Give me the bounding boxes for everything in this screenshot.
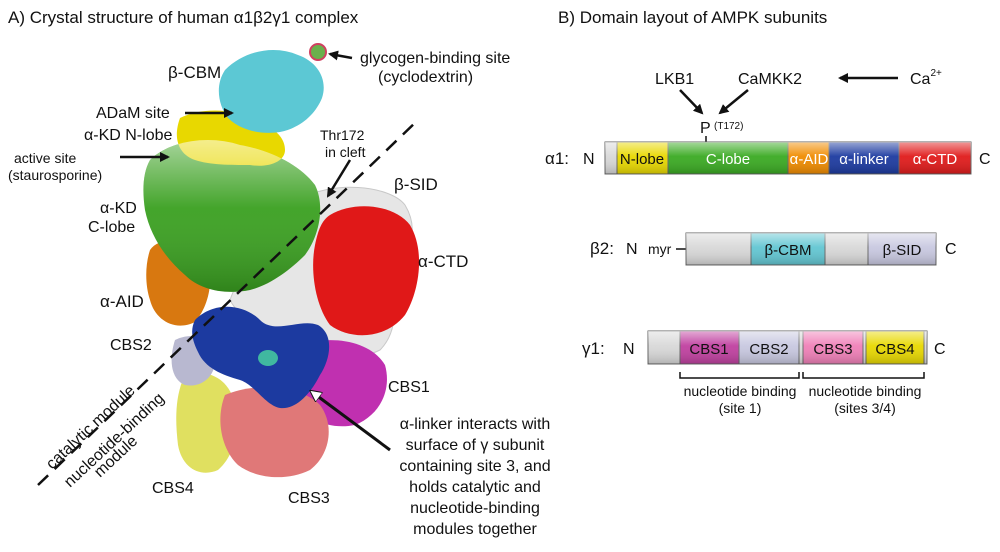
label-glycogen-site-2: (cyclodextrin) bbox=[378, 69, 473, 86]
beta-cbm-region bbox=[218, 50, 324, 133]
label-cbs4: CBS4 bbox=[152, 480, 194, 497]
arrow-lkb1 bbox=[679, 89, 704, 115]
label-cbs3: CBS3 bbox=[288, 490, 330, 507]
linker-note: α-linker interacts with surface of γ sub… bbox=[399, 416, 550, 538]
beta2-myr: myr bbox=[648, 241, 672, 257]
arrow-linker bbox=[312, 392, 391, 452]
label-active-site: active site bbox=[14, 150, 76, 166]
bracket-sites34-line2: (sites 3/4) bbox=[834, 400, 895, 416]
beta2-c-terminus: C bbox=[945, 241, 957, 258]
label-thr172: Thr172 bbox=[320, 127, 365, 143]
gamma1-label-cbs1: CBS1 bbox=[689, 341, 728, 358]
alpha-ctd-region bbox=[313, 206, 420, 336]
cbs4-region bbox=[176, 373, 237, 473]
beta2-n-terminus: N bbox=[626, 241, 638, 258]
label-akd-clobe-2: C-lobe bbox=[88, 219, 135, 236]
beta2-label-cbm: β-CBM bbox=[765, 242, 812, 259]
label-alpha-ctd: α-CTD bbox=[418, 252, 468, 271]
module-divider bbox=[37, 119, 419, 486]
alpha1-label-ctd: α-CTD bbox=[913, 151, 958, 168]
gamma1-label-cbs2: CBS2 bbox=[749, 341, 788, 358]
linker-note-line: holds catalytic and bbox=[409, 479, 541, 496]
label-akd-nlobe: α-KD N-lobe bbox=[84, 127, 172, 144]
bracket-sites34-line1: nucleotide binding bbox=[809, 383, 922, 399]
panel-a-title: A) Crystal structure of human α1β2γ1 com… bbox=[8, 8, 359, 27]
alpha1-subunit: α1: N C N-lobe C-lobe α-AID α-linker α-C… bbox=[545, 141, 991, 175]
label-active-site-2: (staurosporine) bbox=[8, 167, 102, 183]
label-alpha-aid: α-AID bbox=[100, 292, 144, 311]
bracket-site1 bbox=[679, 372, 800, 379]
alpha1-c-terminus: C bbox=[979, 151, 991, 168]
cyclodextrin-ligand bbox=[309, 43, 327, 61]
gamma1-label-cbs3: CBS3 bbox=[813, 341, 852, 358]
cbs3-region bbox=[220, 387, 329, 478]
linker-note-line: α-linker interacts with bbox=[400, 416, 551, 433]
bracket-site1-line1: nucleotide binding bbox=[684, 383, 797, 399]
beta2-name: β2: bbox=[590, 239, 614, 258]
label-beta-sid: β-SID bbox=[394, 175, 438, 194]
gamma1-gloss bbox=[648, 331, 927, 364]
alpha1-gloss bbox=[605, 142, 971, 174]
panel-b-title: B) Domain layout of AMPK subunits bbox=[558, 8, 827, 27]
label-beta-cbm: β-CBM bbox=[168, 63, 221, 82]
label-ca: Ca2+ bbox=[910, 68, 942, 88]
alpha1-label-n-lobe: N-lobe bbox=[620, 151, 664, 168]
site3-patch bbox=[258, 350, 278, 366]
protein-structure bbox=[143, 43, 420, 478]
linker-note-line: nucleotide-binding bbox=[410, 500, 540, 517]
label-cbs2: CBS2 bbox=[110, 337, 152, 354]
beta2-subunit: β2: N myr C β-CBM β-SID bbox=[590, 232, 957, 266]
label-glycogen-site: glycogen-binding site bbox=[360, 50, 510, 67]
panel-b: B) Domain layout of AMPK subunits LKB1 C… bbox=[545, 8, 991, 416]
alpha1-label-aid: α-AID bbox=[790, 151, 829, 168]
alpha1-n-terminus: N bbox=[583, 151, 595, 168]
panel-a: A) Crystal structure of human α1β2γ1 com… bbox=[8, 8, 551, 538]
gamma1-n-terminus: N bbox=[623, 341, 635, 358]
arrow-camkk2 bbox=[718, 89, 749, 115]
alpha1-label-c-lobe: C-lobe bbox=[706, 151, 750, 168]
linker-note-line: modules together bbox=[413, 521, 537, 538]
linker-note-line: containing site 3, and bbox=[399, 458, 550, 475]
gamma1-label-cbs4: CBS4 bbox=[875, 341, 914, 358]
alpha1-label-linker: α-linker bbox=[839, 151, 889, 168]
label-lkb1: LKB1 bbox=[655, 71, 694, 88]
gamma1-subunit: γ1: N C CBS1 CBS2 CBS3 CBS4 nucleotide b… bbox=[582, 330, 946, 416]
phospho-p: P bbox=[700, 120, 711, 137]
bracket-sites34 bbox=[802, 372, 925, 379]
beta2-gloss bbox=[686, 233, 936, 265]
phospho-site: (T172) bbox=[714, 121, 743, 132]
gamma1-name: γ1: bbox=[582, 339, 605, 358]
gamma1-c-terminus: C bbox=[934, 341, 946, 358]
beta2-label-sid: β-SID bbox=[883, 242, 922, 259]
label-adam-site: ADaM site bbox=[96, 105, 170, 122]
bracket-site1-line2: (site 1) bbox=[719, 400, 762, 416]
arrow-glycogen bbox=[328, 50, 353, 61]
label-cbs1: CBS1 bbox=[388, 379, 430, 396]
arrow-thr172 bbox=[326, 159, 352, 198]
label-akd-clobe: α-KD bbox=[100, 200, 137, 217]
label-thr172-2: in cleft bbox=[325, 144, 366, 160]
linker-note-line: surface of γ subunit bbox=[406, 437, 545, 454]
label-camkk2: CaMKK2 bbox=[738, 71, 802, 88]
structure-gloss bbox=[143, 140, 321, 292]
alpha1-name: α1: bbox=[545, 149, 569, 168]
